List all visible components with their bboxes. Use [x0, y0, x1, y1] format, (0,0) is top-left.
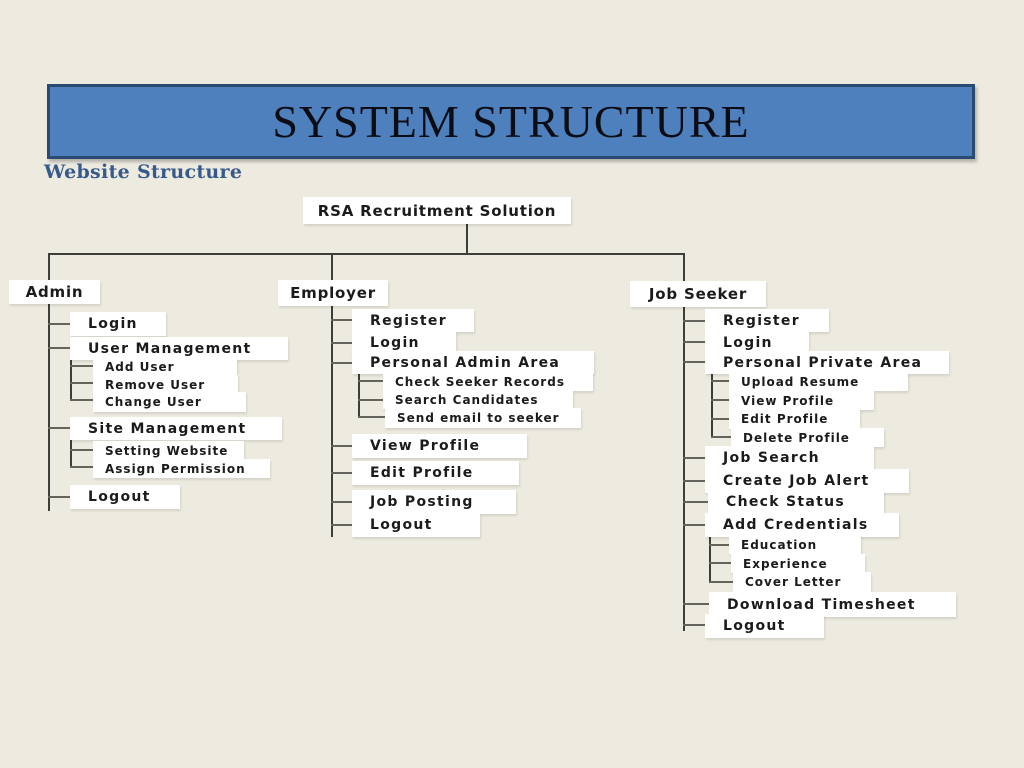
- tree-node-job-posting: Job Posting: [352, 490, 516, 514]
- branch-node-admin: Admin: [9, 280, 100, 304]
- tree-node-seeker-login: Login: [705, 331, 809, 354]
- tree-node-change-user: Change User: [93, 392, 246, 412]
- tree-node-delete-profile: Delete Profile: [731, 428, 884, 447]
- tick-line: [48, 496, 70, 498]
- title-bar: SYSTEM STRUCTURE: [47, 84, 975, 159]
- tick-line: [48, 347, 70, 349]
- tree-node-add-user: Add User: [93, 357, 237, 376]
- tick-line: [331, 445, 352, 447]
- branch-node-employer: Employer: [278, 280, 388, 306]
- root-node: RSA Recruitment Solution: [303, 197, 571, 224]
- tree-node-user-management: User Management: [70, 337, 288, 360]
- tree-node-cover-letter: Cover Letter: [733, 572, 871, 592]
- tick-line: [70, 382, 93, 384]
- tree-node-setting-website: Setting Website: [93, 441, 244, 460]
- tree-node-employer-view-profile: View Profile: [352, 434, 527, 458]
- tick-line: [331, 362, 352, 364]
- tree-node-employer-logout: Logout: [352, 513, 480, 537]
- tick-line: [331, 501, 352, 503]
- tick-line: [683, 457, 705, 459]
- tick-line: [709, 544, 729, 546]
- tick-line: [683, 361, 705, 363]
- tick-line: [709, 562, 731, 564]
- tree-node-seeker-edit-profile: Edit Profile: [729, 409, 860, 429]
- tick-line: [331, 319, 352, 321]
- tree-node-assign-permission: Assign Permission: [93, 459, 270, 478]
- connector-root-stem: [466, 224, 468, 253]
- tree-node-seeker-register: Register: [705, 309, 829, 332]
- tree-node-add-credentials: Add Credentials: [705, 513, 899, 537]
- tick-line: [70, 365, 93, 367]
- tick-line: [711, 380, 729, 382]
- tree-node-search-candidates: Search Candidates: [383, 390, 573, 409]
- tick-line: [709, 581, 733, 583]
- tick-line: [358, 399, 383, 401]
- tick-line: [358, 380, 383, 382]
- tree-node-upload-resume: Upload Resume: [729, 372, 908, 391]
- tick-line: [48, 323, 70, 325]
- tick-line: [711, 418, 729, 420]
- tree-node-seeker-logout: Logout: [705, 614, 824, 638]
- tick-line: [331, 342, 352, 344]
- tree-node-employer-register: Register: [352, 309, 474, 332]
- tree-node-education: Education: [729, 535, 861, 554]
- tick-line: [70, 399, 93, 401]
- tick-line: [70, 449, 93, 451]
- connector-employer-drop: [331, 253, 333, 537]
- connector-main-horizontal: [48, 253, 685, 255]
- connector-site-management-subdrop: [70, 428, 72, 468]
- tree-node-job-search: Job Search: [705, 446, 874, 470]
- tick-line: [331, 524, 352, 526]
- tree-node-check-seeker-records: Check Seeker Records: [383, 372, 593, 391]
- tree-node-seeker-view-profile: View Profile: [729, 391, 874, 410]
- tree-node-personal-admin-area: Personal Admin Area: [352, 351, 594, 374]
- tree-node-create-job-alert: Create Job Alert: [705, 469, 909, 493]
- tree-node-admin-logout: Logout: [70, 485, 180, 509]
- tick-line: [683, 524, 705, 526]
- tick-line: [683, 320, 705, 322]
- tree-node-experience: Experience: [731, 554, 865, 573]
- tick-line: [683, 501, 708, 503]
- tick-line: [683, 624, 705, 626]
- connector-add-credentials-subdrop: [709, 525, 711, 583]
- tick-line: [683, 603, 709, 605]
- tree-node-personal-private-area: Personal Private Area: [705, 351, 949, 374]
- connector-personal-admin-subdrop: [358, 363, 360, 417]
- tree-node-check-status: Check Status: [708, 490, 884, 514]
- tick-line: [683, 341, 705, 343]
- tree-node-remove-user: Remove User: [93, 375, 238, 394]
- tree-node-send-email-to-seeker: Send email to seeker: [385, 408, 581, 428]
- connector-jobseeker-drop: [683, 253, 685, 631]
- tree-node-site-management: Site Management: [70, 417, 282, 440]
- tree-node-employer-edit-profile: Edit Profile: [352, 461, 519, 485]
- tick-line: [70, 466, 93, 468]
- tick-line: [711, 399, 729, 401]
- slide-title: SYSTEM STRUCTURE: [272, 96, 750, 147]
- connector-user-management-subdrop: [70, 348, 72, 401]
- tick-line: [358, 416, 385, 418]
- tick-line: [48, 427, 70, 429]
- tick-line: [683, 480, 705, 482]
- tree-node-employer-login: Login: [352, 331, 456, 354]
- tick-line: [711, 436, 731, 438]
- slide-subtitle: Website Structure: [44, 161, 243, 183]
- tree-node-download-timesheet: Download Timesheet: [709, 592, 956, 617]
- tree-node-admin-login: Login: [70, 312, 166, 336]
- connector-admin-drop: [48, 253, 50, 511]
- branch-node-job-seeker: Job Seeker: [630, 281, 766, 307]
- tick-line: [331, 472, 352, 474]
